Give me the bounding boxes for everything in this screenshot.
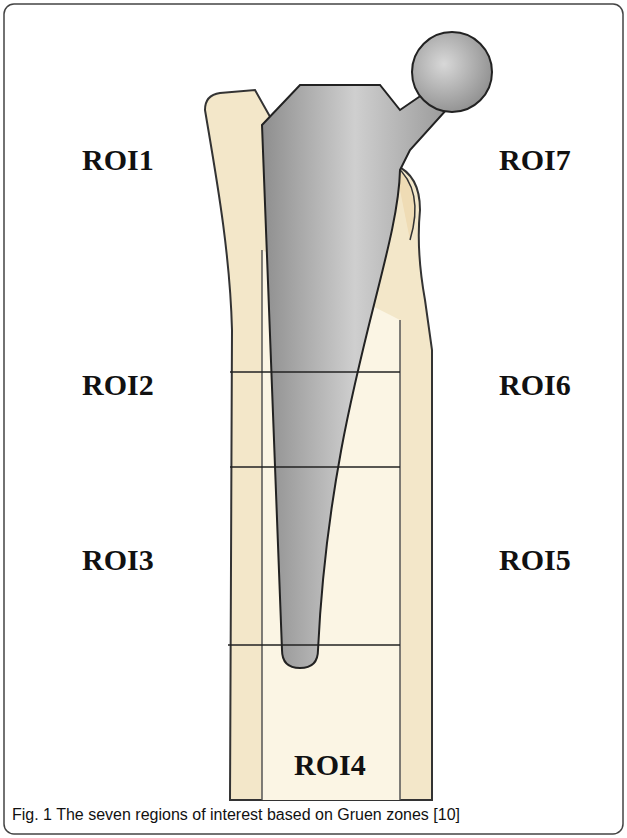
figure-frame bbox=[4, 4, 623, 834]
region-label: ROI4 bbox=[294, 750, 366, 780]
region-label: ROI2 bbox=[82, 370, 154, 400]
region-label: ROI7 bbox=[499, 145, 571, 175]
zone-divider bbox=[228, 644, 400, 646]
figure-caption: Fig. 1 The seven regions of interest bas… bbox=[12, 806, 460, 824]
zone-divider bbox=[230, 371, 400, 373]
region-label: ROI3 bbox=[82, 545, 154, 575]
region-label: ROI6 bbox=[499, 370, 571, 400]
femoral-stem bbox=[262, 85, 448, 668]
zone-divider bbox=[230, 466, 400, 468]
femoral-head bbox=[412, 32, 492, 112]
region-label: ROI1 bbox=[82, 145, 154, 175]
region-label: ROI5 bbox=[499, 545, 571, 575]
